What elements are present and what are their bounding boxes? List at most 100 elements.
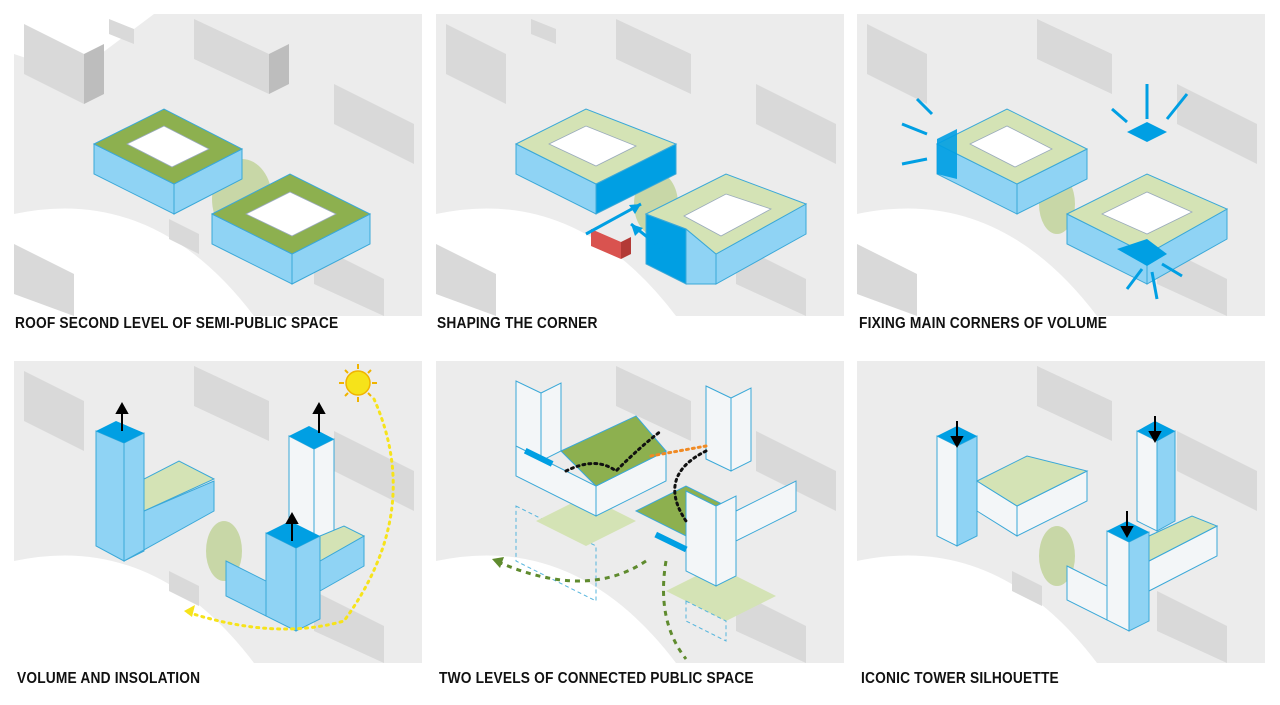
ground-public-space xyxy=(666,566,776,621)
street xyxy=(857,555,1097,663)
white-mass xyxy=(730,387,752,472)
path-arrowhead xyxy=(492,557,504,568)
dotted-path-arrow-icon xyxy=(649,444,708,458)
context-building xyxy=(1037,366,1112,441)
panel-caption: VOLUME AND INSOLATION xyxy=(17,670,201,687)
courtyard xyxy=(969,125,1053,168)
facade xyxy=(123,480,215,562)
panel-connected-public-space xyxy=(436,361,844,663)
courtyard xyxy=(683,193,773,237)
sun-icon xyxy=(339,364,377,402)
context-building xyxy=(24,24,84,104)
tower-facade xyxy=(265,532,297,632)
corner-accent xyxy=(1117,239,1167,266)
tower-roof xyxy=(96,421,144,443)
roof-green xyxy=(319,525,366,562)
panel-caption: ROOF SECOND LEVEL OF SEMI-PUBLIC SPACE xyxy=(15,315,339,332)
context-building xyxy=(446,24,506,104)
corner-red-block-side xyxy=(621,237,631,259)
blue-edge xyxy=(654,531,688,553)
dotted-path-arrow-icon xyxy=(662,560,688,660)
context-building xyxy=(436,244,496,316)
dotted-path-arrow-icon xyxy=(564,429,663,473)
diagram-connected-public-space xyxy=(436,361,844,663)
context-building xyxy=(736,591,806,663)
context-building xyxy=(14,244,74,316)
dotted-path-arrow-icon xyxy=(673,449,708,523)
diagram-roof-semi-public xyxy=(14,14,422,316)
courtyard xyxy=(126,125,210,168)
white-mass xyxy=(705,385,732,472)
diagram-fixing-corners xyxy=(857,14,1265,316)
arrow-up-icon xyxy=(285,511,299,541)
context-building xyxy=(24,371,84,451)
tower-facade xyxy=(95,430,125,562)
arrow-down-icon xyxy=(950,421,964,449)
arrow-up-icon xyxy=(115,401,129,431)
white-mass xyxy=(936,435,958,547)
diagram-iconic-towers xyxy=(857,361,1265,663)
panel-caption: TWO LEVELS OF CONNECTED PUBLIC SPACE xyxy=(439,670,754,687)
tower-blue xyxy=(956,435,978,547)
roof-green xyxy=(1148,515,1219,562)
arrow-down-icon xyxy=(1148,416,1162,444)
panel-caption: SHAPING THE CORNER xyxy=(437,315,598,332)
panel-shaping-corner xyxy=(436,14,844,316)
arrow-head-icon xyxy=(631,224,643,236)
diagram-volume-insolation xyxy=(14,361,422,663)
projection-outline xyxy=(685,600,727,642)
roof-green xyxy=(143,460,216,512)
context-building xyxy=(1177,431,1257,511)
emphasis-rays xyxy=(901,84,1189,300)
street xyxy=(14,555,254,663)
context-building xyxy=(616,366,691,441)
tower-facade xyxy=(295,535,321,632)
context-building xyxy=(334,84,414,164)
tree-area xyxy=(1039,526,1075,586)
arrow-up-icon xyxy=(312,401,326,433)
panel-roof-semi-public xyxy=(14,14,422,316)
white-mass xyxy=(1106,530,1130,632)
courtyard xyxy=(245,191,337,237)
tower-facade xyxy=(123,432,145,562)
corner-accent xyxy=(937,129,957,179)
context-building xyxy=(1177,84,1257,164)
white-mass xyxy=(685,490,717,587)
panel-caption: ICONIC TOWER SILHOUETTE xyxy=(861,670,1059,687)
courtyard xyxy=(1101,191,1193,235)
context-building xyxy=(194,19,269,94)
corner-accent xyxy=(1127,122,1167,142)
context-building-shade xyxy=(84,44,104,104)
context-building xyxy=(616,19,691,94)
dotted-path-arrow-icon xyxy=(495,559,647,583)
diagram-shaping-corner xyxy=(436,14,844,316)
sun-path-arrowhead xyxy=(184,605,195,617)
white-mass xyxy=(715,495,737,587)
street xyxy=(436,555,676,663)
panel-caption: FIXING MAIN CORNERS OF VOLUME xyxy=(859,315,1108,332)
context-building xyxy=(1037,19,1112,94)
sun-path xyxy=(182,397,395,631)
context-building xyxy=(314,591,384,663)
context-building xyxy=(169,219,199,254)
panel-fixing-corners xyxy=(857,14,1265,316)
context-building xyxy=(1012,571,1042,606)
tower-blue xyxy=(1128,531,1150,632)
context-building xyxy=(531,19,556,44)
tower-roof xyxy=(289,426,334,449)
panel-iconic-towers xyxy=(857,361,1265,663)
context-building-shade xyxy=(269,44,289,94)
blue-edge xyxy=(523,448,554,467)
context-building xyxy=(334,431,414,511)
context-building xyxy=(1157,591,1227,663)
context-building xyxy=(857,244,917,316)
context-building xyxy=(169,571,199,606)
white-mass xyxy=(735,480,797,542)
white-mass xyxy=(540,382,562,462)
roof-green xyxy=(560,415,667,487)
context-building xyxy=(109,19,134,44)
context-building xyxy=(756,431,836,511)
arrow-down-icon xyxy=(1120,511,1134,539)
context-building xyxy=(756,84,836,164)
courtyard xyxy=(548,125,637,167)
